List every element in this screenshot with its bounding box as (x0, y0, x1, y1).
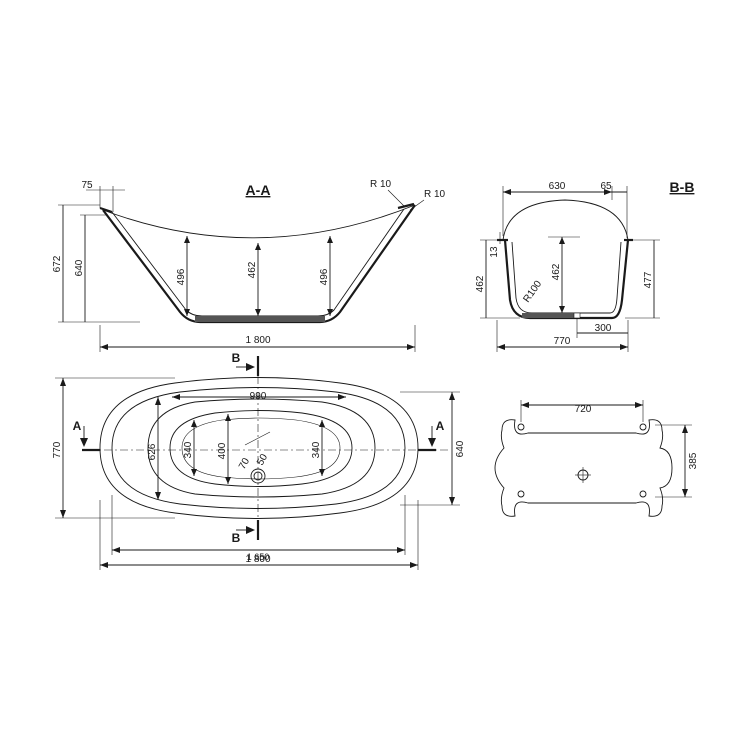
dim-plan-length: 1 800 (245, 554, 270, 565)
plan-basin-outline (147, 398, 376, 498)
dim-r-outer: R 10 (370, 179, 392, 190)
dim-basin-center: 400 (217, 442, 228, 459)
dim-inner-length: 1 650 (247, 552, 270, 562)
dim-height-center: 462 (551, 263, 562, 280)
dim-r-inner: R 10 (424, 189, 446, 200)
dim-inner-width: 640 (455, 440, 466, 457)
dim-depth-left: 496 (176, 268, 187, 285)
section-a-title: A-A (246, 182, 271, 198)
dim-drain-offset: 300 (595, 323, 612, 334)
plan-floor-outline (169, 410, 353, 487)
dim-base-height: 385 (688, 452, 699, 469)
plan-floor-inner (181, 417, 341, 480)
cut-mark-a-right: A (418, 419, 445, 452)
section-b-b: B-B 630 65 13 462 462 (475, 179, 694, 352)
cut-a-right-label: A (436, 419, 445, 433)
section-a-outer-wall (102, 204, 416, 324)
section-b-title: B-B (670, 179, 695, 195)
dim-thickness: 75 (81, 180, 93, 191)
foot-hole-icon (517, 423, 525, 431)
dim-drain-d1: 70 (237, 456, 252, 472)
dim-length-a: 1 800 (245, 335, 270, 346)
dim-radius: R100 (521, 278, 544, 304)
foot-hole-icon (639, 423, 647, 431)
dim-basin-length: 990 (250, 391, 267, 402)
section-a-a: A-A 75 R 10 R 10 672 640 496 (52, 179, 446, 352)
dim-rim-height: 640 (74, 259, 85, 276)
cut-mark-b-bottom: B (232, 520, 260, 545)
dim-depth-center: 462 (247, 261, 258, 278)
dim-total-height: 672 (52, 255, 63, 272)
base-view: 720 385 (494, 400, 699, 517)
dim-width-b: 770 (554, 336, 571, 347)
dim-inner-right: 340 (311, 441, 322, 458)
cut-mark-a-left: A (73, 419, 100, 452)
dim-rim-thickness: 13 (489, 246, 500, 258)
section-b-top-arc (502, 199, 629, 241)
cut-b-top-label: B (232, 351, 241, 365)
dim-height-left: 462 (475, 275, 486, 292)
plan-rim-outline (111, 387, 406, 509)
cut-mark-b-top: B (232, 351, 260, 376)
section-a-floor (195, 316, 325, 322)
dim-basin-width: 626 (147, 443, 158, 460)
plan-view: 70 50 990 626 340 400 340 770 (52, 351, 466, 570)
dim-rim-offset: 65 (600, 181, 612, 192)
section-a-rim-curve (102, 204, 416, 239)
dim-plan-width: 770 (52, 441, 63, 458)
dim-top-width: 630 (549, 181, 566, 192)
foot-hole-icon (517, 490, 525, 498)
dim-height-right: 477 (643, 271, 654, 288)
foot-hole-icon (639, 490, 647, 498)
cut-b-bottom-label: B (232, 531, 241, 545)
plan-outer-outline (99, 377, 419, 519)
cut-a-left-label: A (73, 419, 82, 433)
dim-depth-right: 496 (319, 268, 330, 285)
dim-inner-left: 340 (183, 441, 194, 458)
drain-icon (250, 468, 266, 484)
dim-feet-spacing: 720 (575, 404, 592, 415)
section-a-rim-left (99, 206, 113, 214)
section-b-floor (522, 313, 574, 318)
section-b-outer-wall (503, 239, 630, 320)
base-outline (494, 419, 673, 517)
section-a-rim-right (397, 202, 415, 210)
dim-drain-d2: 50 (255, 452, 270, 468)
